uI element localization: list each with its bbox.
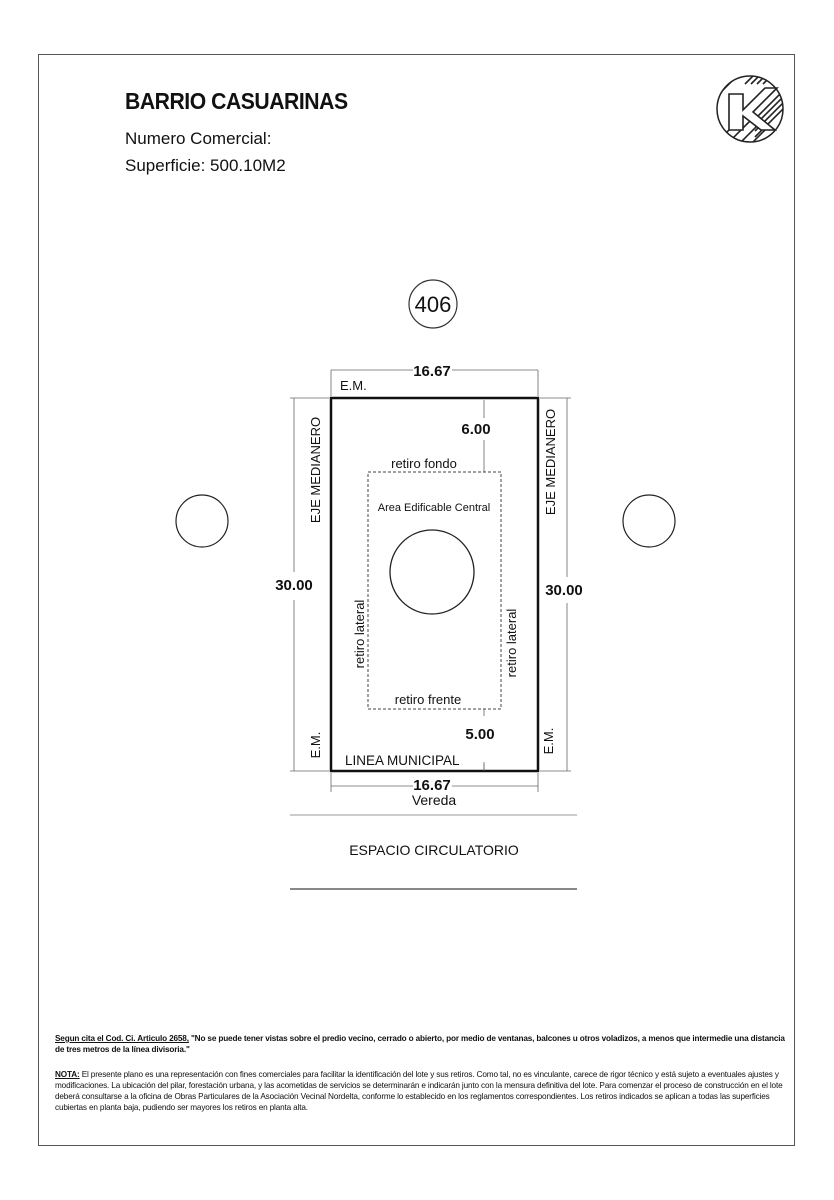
lot-number-circle bbox=[408, 279, 458, 329]
eje-medianero-left: EJE MEDIANERO bbox=[308, 417, 323, 523]
retiro-lateral-left: retiro lateral bbox=[352, 600, 367, 669]
nota-text: El presente plano es una representación … bbox=[55, 1070, 783, 1112]
nota-label: NOTA: bbox=[55, 1070, 80, 1079]
left-dimension: 30.00 bbox=[275, 577, 313, 594]
right-dimension: 30.00 bbox=[545, 582, 583, 599]
page-title: BARRIO CASUARINAS bbox=[125, 88, 348, 114]
neighbor-tree-left bbox=[175, 494, 229, 548]
buildable-area bbox=[367, 471, 502, 710]
tree-circle bbox=[389, 529, 475, 615]
em-top-left: E.M. bbox=[340, 378, 367, 393]
bottom-dimension: 16.67 bbox=[413, 777, 451, 794]
lot-boundary bbox=[329, 396, 540, 773]
espacio-circulatorio-label: ESPACIO CIRCULATORIO bbox=[349, 842, 519, 858]
em-bottom-left: E.M. bbox=[308, 732, 323, 759]
company-logo-icon bbox=[716, 75, 784, 143]
disclaimer-note: NOTA: El presente plano es una represent… bbox=[55, 1069, 785, 1113]
neighbor-tree-right bbox=[622, 494, 676, 548]
plan-sheet-border bbox=[38, 54, 795, 1146]
code-citation-note: Segun cita el Cod. Ci. Articulo 2658, "N… bbox=[55, 1033, 785, 1055]
numero-comercial-label: Numero Comercial: bbox=[125, 129, 272, 148]
superficie-label: Superficie: 500.10M2 bbox=[125, 156, 286, 175]
lot-number: 406 bbox=[415, 292, 452, 317]
em-bottom-right: E.M. bbox=[541, 728, 556, 755]
top-dimension: 16.67 bbox=[413, 363, 451, 380]
setback-back-dimension: 6.00 bbox=[461, 421, 490, 438]
eje-medianero-right: EJE MEDIANERO bbox=[543, 409, 558, 515]
retiro-fondo-label: retiro fondo bbox=[391, 456, 457, 471]
vereda-label: Vereda bbox=[412, 792, 457, 808]
citation-label: Segun cita el Cod. Ci. Articulo 2658, bbox=[55, 1034, 189, 1043]
retiro-frente-label: retiro frente bbox=[395, 692, 461, 707]
retiro-lateral-right: retiro lateral bbox=[504, 609, 519, 678]
setback-front-dimension: 5.00 bbox=[465, 726, 494, 743]
linea-municipal-label: LINEA MUNICIPAL bbox=[345, 753, 460, 768]
citation-text: "No se puede tener vistas sobre el predi… bbox=[55, 1034, 785, 1054]
buildable-area-label: Area Edificable Central bbox=[378, 502, 491, 514]
